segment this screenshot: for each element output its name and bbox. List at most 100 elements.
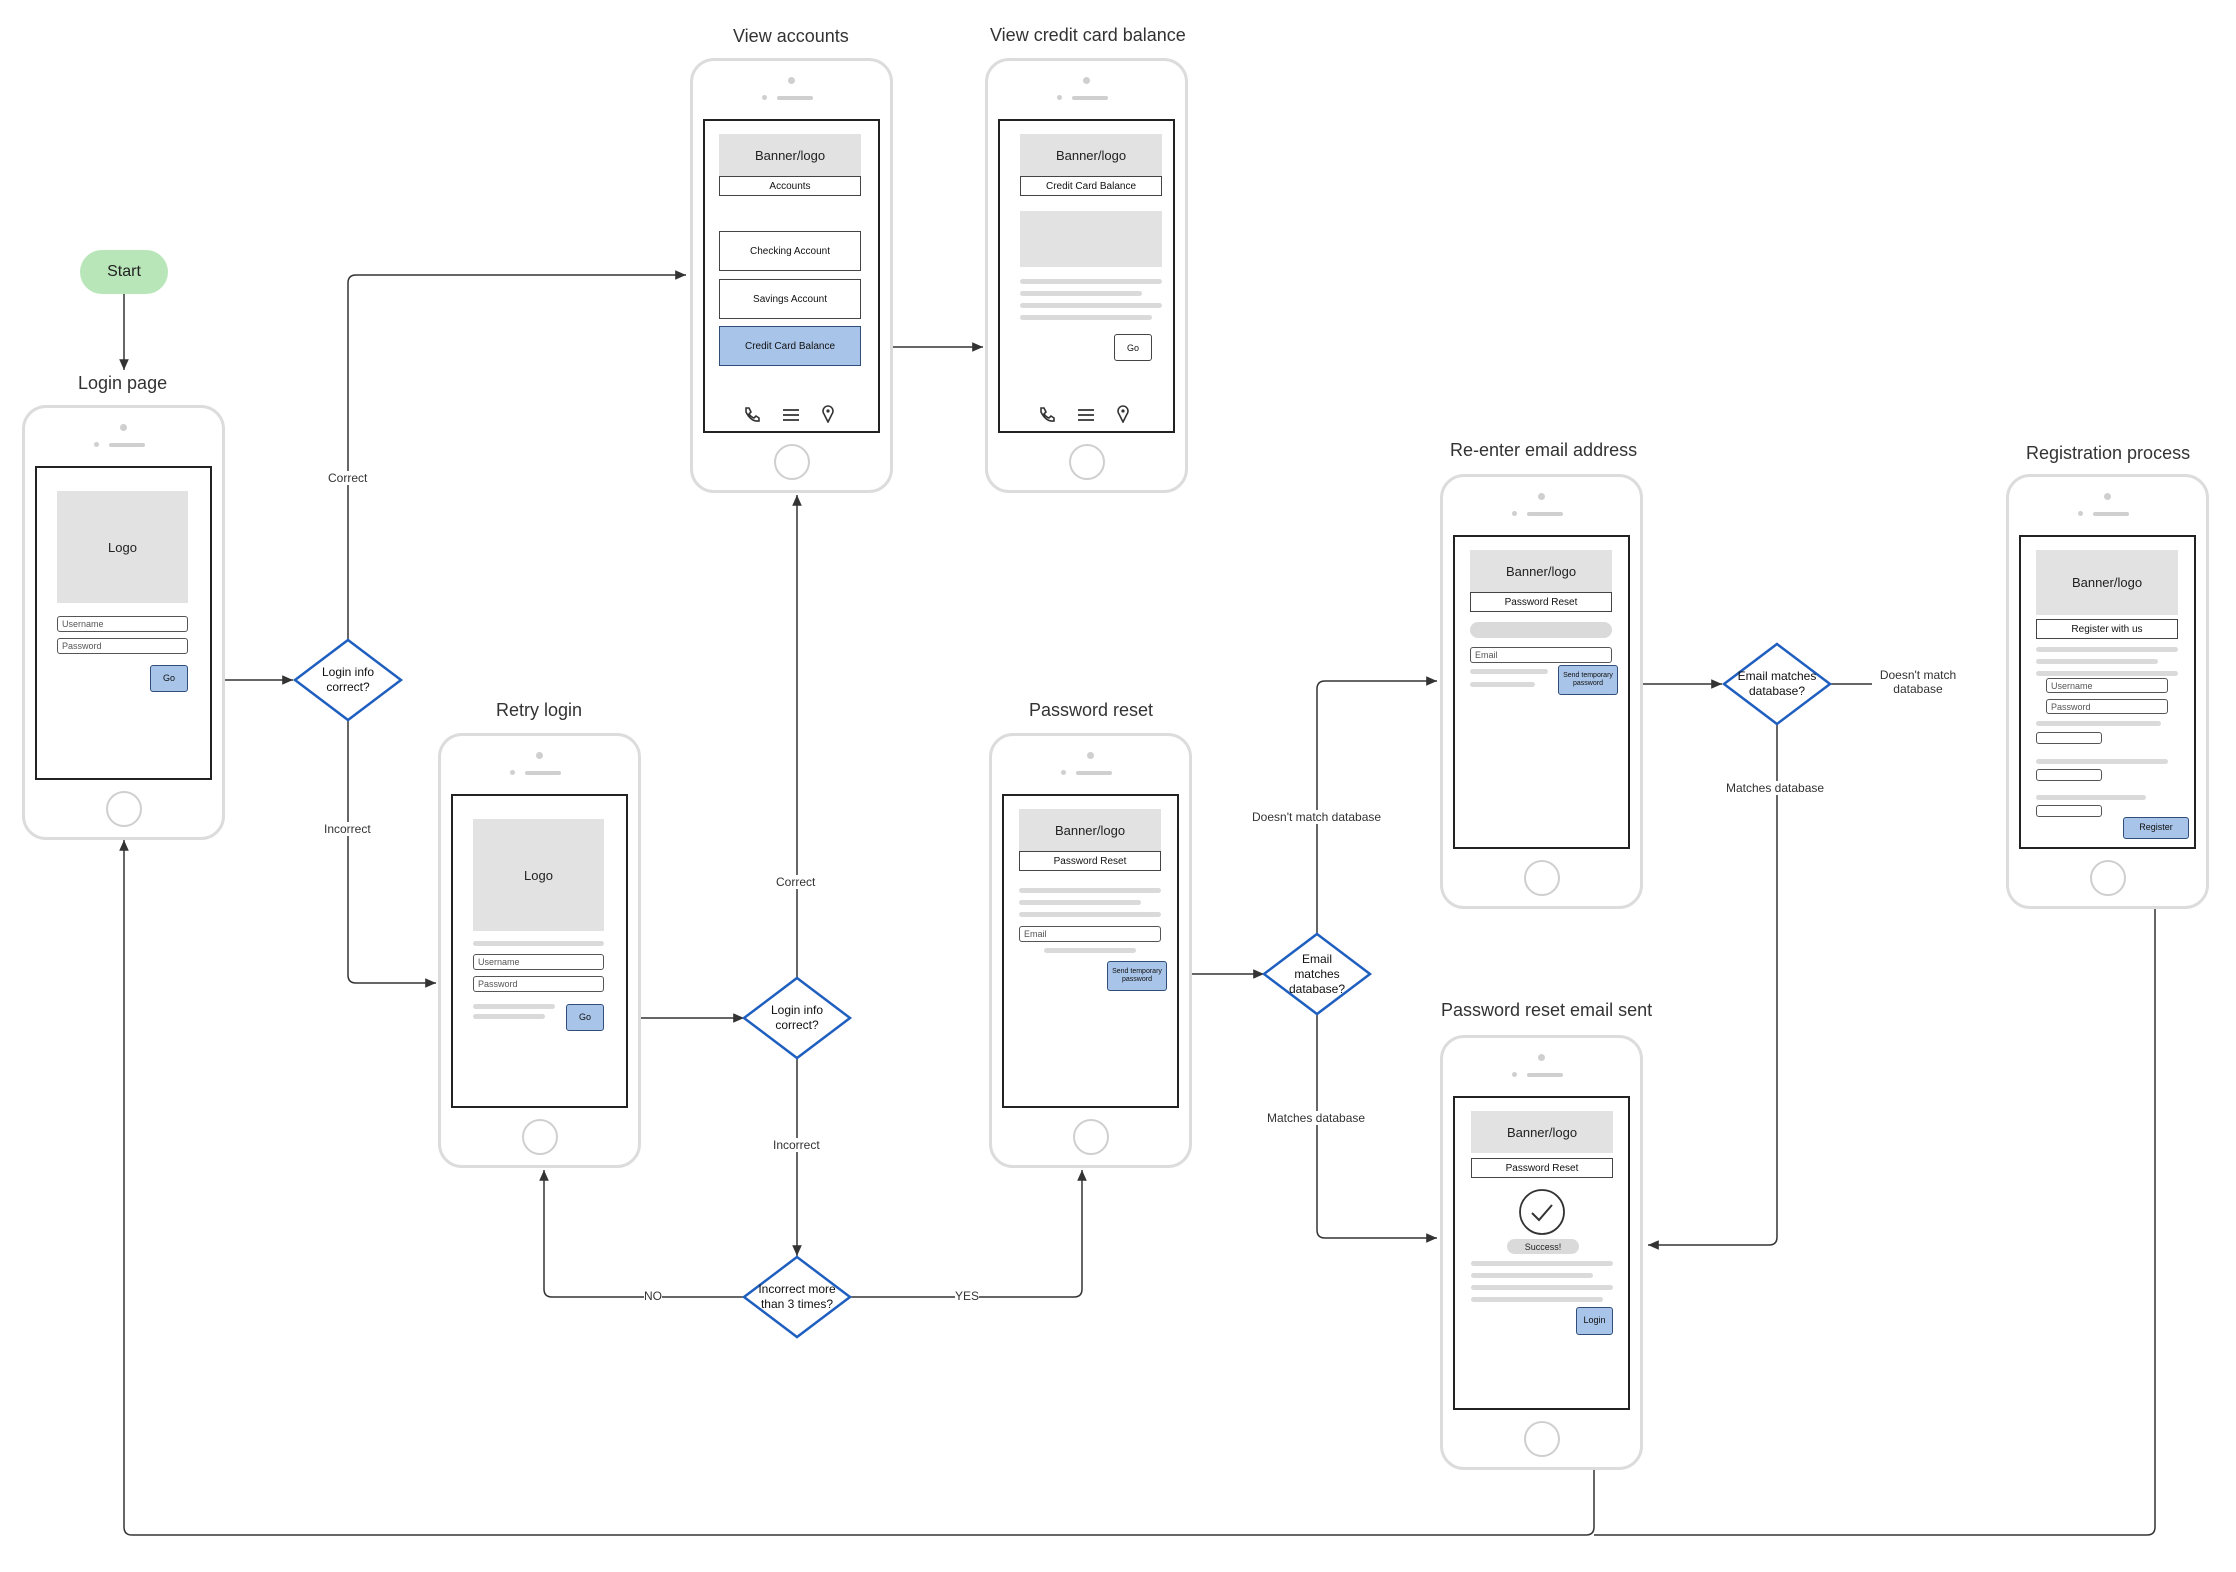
phone-speaker bbox=[525, 771, 561, 775]
text-line bbox=[1019, 912, 1161, 917]
password-field[interactable]: Password bbox=[2046, 699, 2168, 714]
text-line bbox=[1470, 669, 1548, 674]
phone-speaker bbox=[777, 96, 813, 100]
phone-icon[interactable] bbox=[743, 406, 761, 424]
phone-reenter-email: Banner/logo Password Reset Email Send te… bbox=[1440, 474, 1643, 909]
decision-d4-shape bbox=[1261, 932, 1373, 1016]
username-field[interactable]: Username bbox=[57, 616, 188, 632]
text-line bbox=[2036, 659, 2158, 664]
text-line bbox=[1020, 315, 1152, 320]
location-pin-icon[interactable] bbox=[1116, 405, 1130, 423]
home-button bbox=[1523, 860, 1560, 896]
text-line bbox=[1470, 682, 1535, 687]
start-node: Start bbox=[80, 250, 168, 294]
form-field[interactable] bbox=[2036, 805, 2102, 817]
go-button[interactable]: Go bbox=[150, 665, 188, 692]
menu-icon[interactable] bbox=[782, 407, 800, 423]
username-field[interactable]: Username bbox=[2046, 678, 2168, 693]
text-line bbox=[1471, 1297, 1603, 1302]
password-field[interactable]: Password bbox=[473, 976, 604, 992]
phone-sensor bbox=[510, 770, 515, 775]
edge-label-incorrect: Incorrect bbox=[324, 822, 371, 837]
text-line bbox=[2036, 647, 2178, 652]
decision-incorrect-more-than-3: Incorrect more than 3 times? bbox=[758, 1282, 836, 1311]
balance-placeholder bbox=[1020, 211, 1162, 267]
edge-label-no: NO bbox=[644, 1289, 662, 1304]
phone-speaker bbox=[1076, 771, 1112, 775]
home-button bbox=[773, 444, 810, 480]
edge-d1-retry bbox=[347, 720, 436, 988]
text-line bbox=[1020, 279, 1162, 284]
edge-registration-loop bbox=[1594, 842, 2156, 1536]
go-button[interactable]: Go bbox=[1114, 334, 1152, 361]
edge-d4-emailsent bbox=[1316, 1014, 1437, 1243]
logo-placeholder: Logo bbox=[57, 491, 188, 603]
password-reset-header: Password Reset bbox=[1019, 851, 1161, 871]
decision-d5-shape bbox=[1721, 642, 1833, 726]
screen-retry-login: Logo Username Password Go bbox=[451, 794, 628, 1108]
savings-account-item[interactable]: Savings Account bbox=[719, 279, 861, 319]
banner-logo: Banner/logo bbox=[1020, 134, 1162, 176]
send-temporary-password-button[interactable]: Send temporary password bbox=[1107, 961, 1167, 991]
phone-login-page: Logo Username Password Go bbox=[22, 405, 225, 840]
register-button[interactable]: Register bbox=[2123, 817, 2189, 839]
title-reenter-email: Re-enter email address bbox=[1450, 440, 1638, 460]
phone-sensor bbox=[1512, 1072, 1517, 1077]
decision-email-matches-1: Email matches database? bbox=[1288, 951, 1346, 996]
menu-icon[interactable] bbox=[1077, 407, 1095, 423]
phone-icon[interactable] bbox=[1038, 406, 1056, 424]
phone-registration-process: Banner/logo Register with us Username Pa… bbox=[2006, 474, 2209, 909]
text-line bbox=[1471, 1273, 1593, 1278]
form-field[interactable] bbox=[2036, 732, 2102, 744]
edge-emailsent-login-loop bbox=[119, 840, 1595, 1536]
text-line bbox=[2036, 671, 2178, 676]
accounts-header: Accounts bbox=[719, 176, 861, 196]
success-check-icon bbox=[1519, 1189, 1565, 1235]
password-field[interactable]: Password bbox=[57, 638, 188, 654]
screen-accounts: Banner/logo Accounts Checking Account Sa… bbox=[703, 119, 880, 433]
form-field[interactable] bbox=[2036, 769, 2102, 781]
credit-card-balance-item[interactable]: Credit Card Balance bbox=[719, 326, 861, 366]
phone-camera bbox=[2104, 493, 2111, 500]
message-bar bbox=[1470, 622, 1612, 638]
checking-account-item[interactable]: Checking Account bbox=[719, 231, 861, 271]
edge-label-correct: Correct bbox=[776, 875, 816, 890]
phone-camera bbox=[536, 752, 543, 759]
edge-d3-pwreset bbox=[850, 1170, 1087, 1298]
title-password-reset-email-sent: Password reset email sent bbox=[1441, 1000, 1653, 1020]
title-view-credit-card-balance: View credit card balance bbox=[990, 25, 1186, 45]
location-pin-icon[interactable] bbox=[821, 405, 835, 423]
edge-label-yes: YES bbox=[955, 1289, 980, 1304]
text-line bbox=[1020, 303, 1162, 308]
send-temporary-password-button[interactable]: Send temporary password bbox=[1558, 665, 1618, 695]
edge-label-matches: Matches database bbox=[1267, 1111, 1366, 1126]
home-button bbox=[1068, 444, 1105, 480]
login-button[interactable]: Login bbox=[1576, 1307, 1613, 1335]
screen-registration: Banner/logo Register with us Username Pa… bbox=[2019, 535, 2196, 849]
phone-camera bbox=[120, 424, 127, 431]
password-reset-header: Password Reset bbox=[1471, 1158, 1613, 1178]
email-field[interactable]: Email bbox=[1019, 926, 1161, 942]
edge-d5-emailsent bbox=[1648, 724, 1778, 1250]
screen-password-reset: Banner/logo Password Reset Email Send te… bbox=[1002, 794, 1179, 1108]
text-line bbox=[1019, 900, 1141, 905]
text-line bbox=[1471, 1285, 1613, 1290]
screen-login: Logo Username Password Go bbox=[35, 466, 212, 780]
edge-label-correct: Correct bbox=[328, 471, 368, 486]
home-button bbox=[2089, 860, 2126, 896]
username-field[interactable]: Username bbox=[473, 954, 604, 970]
email-field[interactable]: Email bbox=[1470, 647, 1612, 663]
edge-d3-retry bbox=[539, 1170, 744, 1298]
text-line bbox=[1020, 291, 1142, 296]
text-line bbox=[1471, 1261, 1613, 1266]
text-line bbox=[1044, 948, 1136, 953]
screen-email-sent: Banner/logo Password Reset Success! Logi… bbox=[1453, 1096, 1630, 1410]
phone-sensor bbox=[1057, 95, 1062, 100]
credit-card-header: Credit Card Balance bbox=[1020, 176, 1162, 196]
logo-placeholder: Logo bbox=[473, 819, 604, 931]
phone-speaker bbox=[1527, 512, 1563, 516]
go-button[interactable]: Go bbox=[566, 1004, 604, 1031]
edge-label-matches: Matches database bbox=[1726, 781, 1825, 796]
